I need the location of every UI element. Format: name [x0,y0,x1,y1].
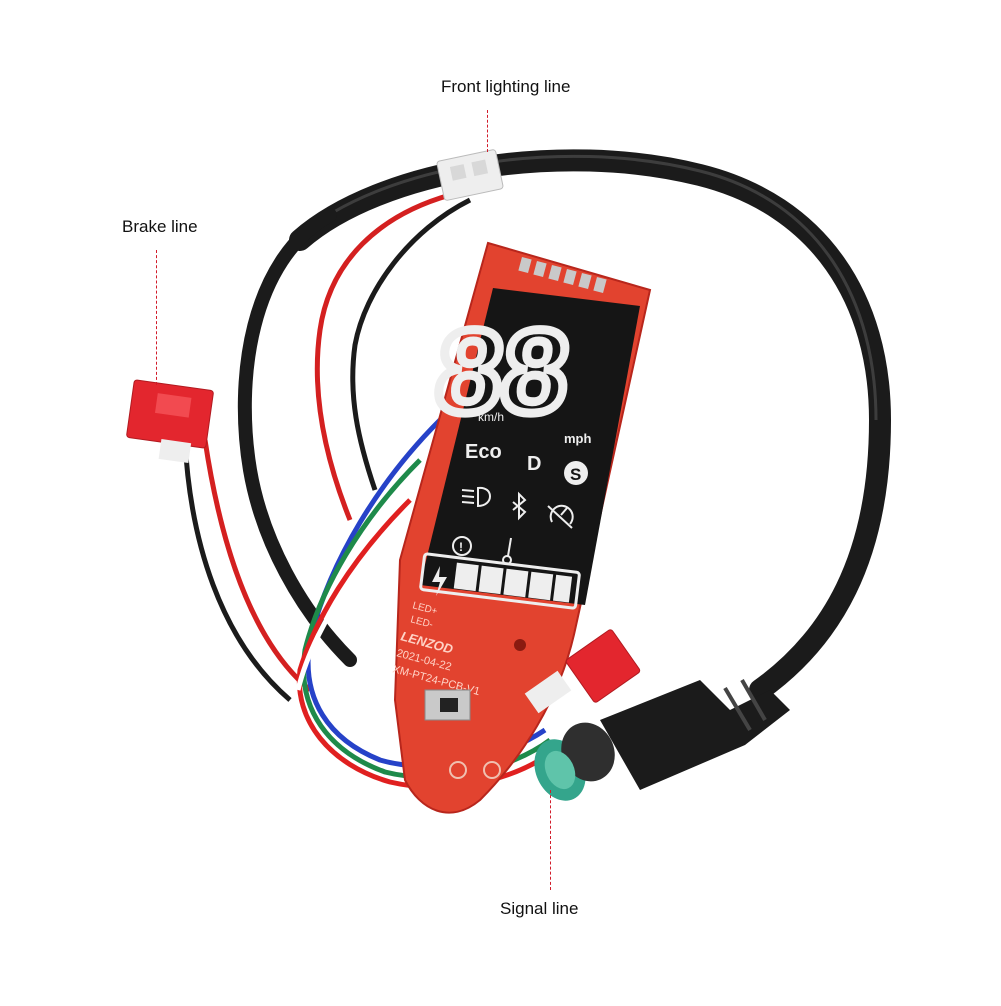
battery-segments [453,562,573,603]
lightning-icon [432,566,447,596]
display-panel: 88 km/h mph Eco D S [419,288,640,610]
front-lighting-leader [487,110,488,152]
headlight-icon [461,486,491,508]
mode-s-badge [564,461,588,485]
brake-leader [156,250,157,385]
front-lighting-connector [436,149,504,201]
left-cable-loop [237,208,357,667]
unit-kmh: km/h [478,410,504,424]
mode-s: S [570,465,581,484]
mode-eco: Eco [465,441,502,463]
mode-d: D [527,453,541,475]
signal-line-label: Signal line [500,899,579,918]
svg-text:!: ! [459,540,463,554]
speedometer-icon [547,504,574,529]
main-cable-highlight [299,154,878,421]
bluetooth-icon [512,491,527,521]
signal-connector [534,679,790,801]
front-lighting-line-label: Front lighting line [441,77,571,96]
signal-leader [550,790,551,890]
speed-digits: 88 [430,306,575,438]
battery-icon [419,552,581,610]
warning-icon: ! [452,536,472,556]
brake-connector [126,379,214,464]
unit-mph: mph [564,431,592,446]
right-red-connector [524,629,641,714]
brake-wires [182,439,292,702]
brake-line-label: Brake line [122,217,198,236]
